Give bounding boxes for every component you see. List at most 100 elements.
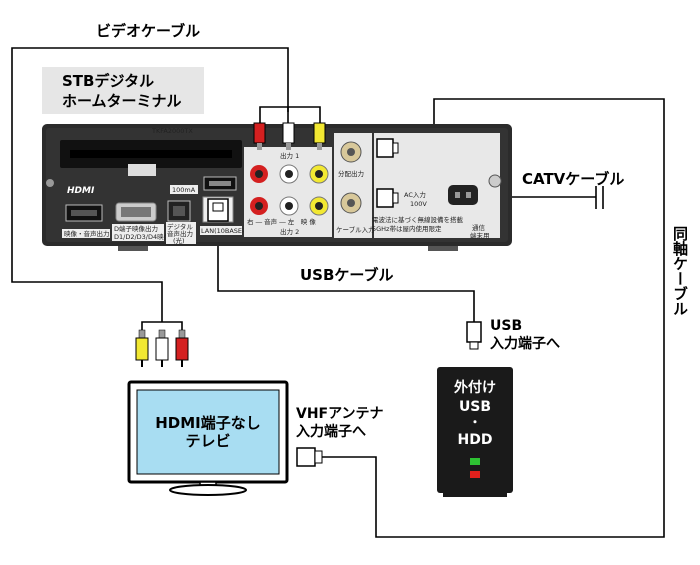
usb-plug-inner: [212, 202, 224, 212]
coax-plug-catv-nut: [392, 192, 399, 204]
rca-jack-yellow-inner: [315, 202, 323, 210]
rca-plug-red: [253, 122, 266, 144]
hdmi-caption: 映像・音声出力: [64, 229, 110, 238]
vhf-line1: VHFアンテナ: [296, 406, 384, 422]
d-out-caption-2: D1/D2/D3/D4映像: [114, 232, 171, 241]
rca-plug-white: [282, 122, 295, 144]
rca-plug-tip: [158, 329, 166, 339]
usb-plug-hdd: [466, 321, 482, 343]
hdmi-logo: HDMI: [67, 186, 95, 196]
notice-line1: 電波法に基づく無線設備を搭載: [372, 215, 464, 224]
rca-plug-pin: [141, 360, 143, 367]
ac-inlet-pin: [455, 192, 460, 198]
usb-plug-hdd-tip: [469, 341, 479, 350]
stb-label-line2: ホームターミナル: [62, 92, 182, 110]
coax-cable-label: 同軸ケーブル: [671, 226, 689, 316]
optical-caption-3: (光): [173, 236, 185, 245]
rca-plug-tip: [317, 143, 322, 150]
ground-terminal: [488, 174, 502, 188]
usb-current: 100mA: [172, 186, 196, 194]
ac-inlet-pin: [466, 192, 471, 198]
rca-jack-yellow-inner: [315, 170, 323, 178]
card-slot-opening: [70, 150, 232, 158]
stb-label-box: [42, 67, 204, 114]
out1-jacks: [250, 164, 329, 184]
stb-device: TKFA2000TX HDMI 映像・音声出力 D端子映像出力 D1/D2/D3…: [42, 122, 512, 251]
vhf-line2: 入力端子へ: [296, 423, 366, 440]
usb-current-bg: [170, 185, 198, 194]
rca-plugs-tv: [135, 329, 189, 367]
rca-jack-red-inner: [255, 170, 263, 178]
rca-panel: [244, 147, 332, 237]
optical-caption-bg: [166, 222, 196, 244]
hdd-line1: 外付け: [454, 379, 496, 396]
catv-cable-label: CATVケーブル: [522, 170, 624, 188]
tv-label-line1: HDMI端子なし: [155, 414, 261, 432]
coax-plug-tv-nut: [314, 450, 323, 464]
coax-plug-tv: [296, 447, 316, 467]
external-hdd: 外付け USB ・ HDD: [437, 367, 513, 497]
video-cable-label: ビデオケーブル: [96, 22, 200, 40]
lan-caption-bg: [200, 226, 242, 235]
cable-in-connector-inner: [347, 199, 355, 207]
usb-port-inner: [209, 181, 231, 186]
hdmi-caption-bg: [62, 229, 110, 238]
tv: HDMI端子なし テレビ: [127, 380, 289, 496]
stb-label-line1: STBデジタル: [62, 72, 154, 90]
usb-input-line2: 入力端子へ: [490, 335, 560, 352]
hdmi-port-inner: [71, 210, 97, 216]
rca-plug-pin: [181, 360, 183, 367]
card-slot-tab: [128, 164, 156, 176]
stb-feet: [118, 244, 148, 251]
screw-icon: [46, 179, 54, 187]
notice-line2: 5GHz帯は屋内使用限定: [372, 224, 442, 233]
out1-label: 出力 1: [280, 151, 299, 160]
rca-plug-red: [175, 337, 189, 361]
optical-caption-2: 音声出力: [167, 229, 193, 238]
usb-cable: [217, 220, 475, 322]
rca-plug-pin: [161, 360, 163, 367]
coax-plug-catv: [376, 188, 394, 208]
rca-plug-white: [155, 337, 169, 361]
hdd-line3: ・: [469, 415, 481, 429]
optical-port-inner: [173, 206, 185, 216]
d-terminal-inner: [121, 207, 151, 217]
usb-input-line1: USB: [490, 318, 522, 334]
rca-jack-white-inner: [285, 170, 293, 178]
video-cable: [11, 47, 321, 330]
ac-in-line2: 100V: [410, 200, 427, 208]
rca-plug-tip: [257, 143, 262, 150]
hdd-body: [437, 367, 513, 493]
hdd-line4: HDD: [458, 432, 493, 448]
rca-jack-red-inner: [255, 202, 263, 210]
splitter-out-label: 分配出力: [338, 169, 364, 178]
ac-inlet: [448, 185, 478, 205]
coax-plug-stb-nut: [392, 142, 399, 154]
rca-plug-yellow: [135, 337, 149, 361]
rca-plug-tip: [178, 329, 186, 339]
rca-plug-tip: [286, 143, 291, 150]
coax-plug-stb: [376, 138, 394, 158]
tv-label-line2: テレビ: [185, 432, 230, 450]
tv-stand: [169, 484, 247, 496]
d-out-caption-1: D端子映像出力: [114, 224, 158, 233]
hdd-led-red: [470, 471, 480, 478]
d-out-caption-bg: [112, 224, 164, 241]
rca-jack-white-inner: [285, 202, 293, 210]
rca-plugs-stb: [253, 122, 326, 150]
hdd-line2: USB: [459, 399, 491, 415]
comm-line2: 端末用: [470, 231, 490, 240]
comm-line1: 通信: [472, 223, 486, 232]
stb-feet-right: [428, 244, 458, 251]
out-row-labels: 右 ― 音声 ― 左 映 像: [247, 217, 316, 226]
optical-caption-1: デジタル: [167, 222, 193, 231]
usb-cable-label: USBケーブル: [300, 266, 394, 284]
hdd-foot: [443, 493, 507, 497]
hdd-led-green: [470, 458, 480, 465]
rca-plug-tip: [138, 329, 146, 339]
splitter-out-connector-inner: [347, 148, 355, 156]
ac-in-line1: AC入力: [404, 190, 426, 199]
out2-label: 出力 2: [280, 227, 299, 236]
cable-in-label: ケーブル入力: [336, 225, 375, 234]
